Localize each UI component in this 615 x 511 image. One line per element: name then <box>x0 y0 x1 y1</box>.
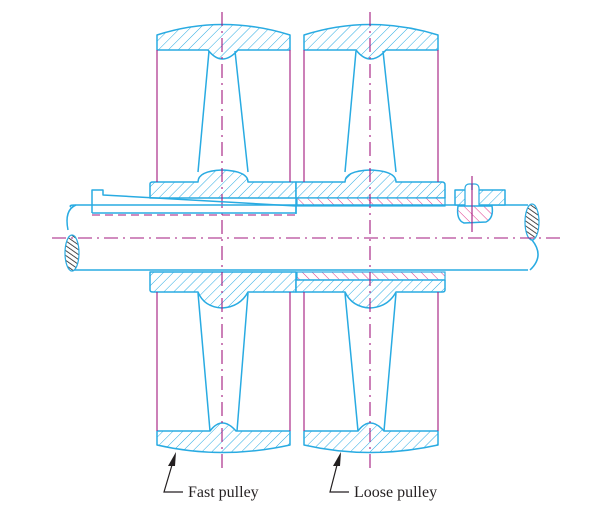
shaft <box>52 189 560 272</box>
loose-pulley <box>295 12 446 470</box>
fast-pulley-top-arm <box>197 50 249 173</box>
loose-pulley-top-hub <box>295 169 446 199</box>
loose-pulley-top-rim <box>303 23 439 60</box>
loose-pulley-top-bush <box>296 197 446 207</box>
fast-pulley-leader-arrow <box>163 464 183 493</box>
shaft-left-break <box>64 234 80 272</box>
label-fast-pulley: Fast pulley <box>163 452 259 501</box>
fast-pulley <box>149 12 297 470</box>
fast-pulley-top-hub <box>149 169 297 199</box>
fast-pulley-bottom-hub <box>149 271 297 309</box>
loose-pulley-leader-arrow <box>329 464 349 493</box>
set-screw-seat <box>456 205 494 224</box>
loose-pulley-top-arm <box>344 50 397 173</box>
fast-pulley-label: Fast pulley <box>188 484 259 501</box>
label-loose-pulley: Loose pulley <box>329 452 437 501</box>
fast-pulley-bottom-rim <box>156 422 291 454</box>
collar <box>454 176 506 232</box>
fast-pulley-bottom-arm <box>197 292 249 432</box>
loose-pulley-bottom-bush <box>296 271 446 281</box>
loose-pulley-bottom-rim <box>303 422 439 454</box>
fast-pulley-top-rim <box>156 23 291 60</box>
shaft-right-break <box>524 203 540 241</box>
loose-pulley-bottom-hub <box>295 279 446 309</box>
collar-body <box>454 189 506 206</box>
loose-pulley-bottom-arm <box>344 292 397 432</box>
loose-pulley-label: Loose pulley <box>354 484 437 501</box>
